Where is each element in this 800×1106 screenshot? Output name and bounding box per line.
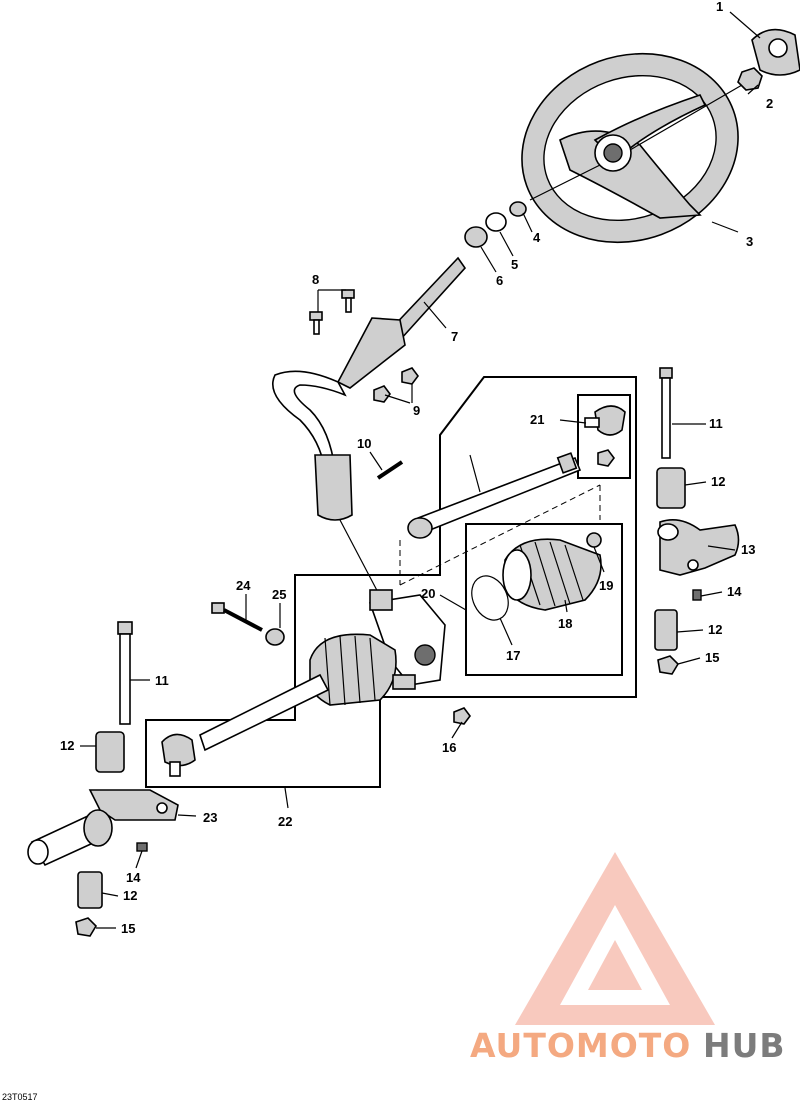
tie-rod-end-box	[577, 394, 631, 479]
callout-18: 18	[558, 616, 572, 631]
callout-12-right-top: 12	[711, 474, 725, 489]
watermark-text-primary: AUTOMOTO	[470, 1026, 691, 1065]
steering-nut	[737, 67, 763, 91]
callout-21: 21	[530, 412, 544, 427]
callout-1: 1	[716, 0, 723, 14]
callout-25: 25	[272, 587, 286, 602]
left-spindle	[27, 621, 179, 937]
callout-12-left-top: 12	[60, 738, 74, 753]
callout-14-left: 14	[126, 870, 141, 885]
outer-tie-rod-end	[161, 733, 196, 777]
callout-10: 10	[357, 436, 371, 451]
steering-wheel	[521, 52, 739, 244]
horn-cap	[751, 28, 800, 76]
rack-assembly-outline	[145, 376, 637, 788]
washer-4	[509, 201, 527, 217]
callout-4: 4	[533, 230, 541, 245]
callout-11-right: 11	[709, 416, 723, 431]
callout-5: 5	[511, 257, 518, 272]
leader-lines	[80, 11, 761, 929]
callout-labels: 1 2 3 4 5 6 7 8 9 10 11 11 12 12 12 12 1…	[60, 0, 773, 936]
callout-12-left-bottom: 12	[123, 888, 137, 903]
rack-boot	[502, 538, 602, 611]
callout-12-right-bottom: 12	[708, 622, 722, 637]
washer-5	[485, 212, 507, 232]
callout-22: 22	[278, 814, 292, 829]
rack-nut	[453, 707, 471, 725]
watermark-text-secondary: HUB	[703, 1026, 786, 1065]
callout-15-right: 15	[705, 650, 719, 665]
figure-id: 23T0517	[2, 1092, 38, 1102]
boot-clip	[586, 532, 602, 548]
callout-14-right: 14	[727, 584, 742, 599]
callout-24: 24	[236, 578, 251, 593]
washer-6	[464, 226, 488, 248]
column-nut-b	[401, 367, 419, 385]
callout-2: 2	[766, 96, 773, 111]
callout-11-left: 11	[155, 673, 169, 688]
roll-pin	[376, 460, 404, 480]
watermark-logo: AUTOMOTO HUB	[470, 852, 786, 1065]
callout-17: 17	[506, 648, 520, 663]
column-nut-a	[373, 385, 391, 403]
rack-housing	[199, 589, 446, 752]
callout-13: 13	[741, 542, 755, 557]
steering-column	[272, 256, 467, 601]
column-bolts	[309, 289, 355, 335]
callout-23: 23	[203, 810, 217, 825]
rack-mount-washer	[265, 628, 285, 646]
right-spindle	[654, 367, 740, 675]
inner-tie-rod	[407, 452, 582, 539]
callout-6: 6	[496, 273, 503, 288]
callout-20: 20	[421, 586, 435, 601]
callout-7: 7	[451, 329, 458, 344]
tie-rod-end	[584, 405, 626, 467]
rack-mount-bolt	[211, 602, 263, 632]
callout-3: 3	[746, 234, 753, 249]
callout-15-left: 15	[121, 921, 135, 936]
callout-8: 8	[312, 272, 319, 287]
callout-9: 9	[413, 403, 420, 418]
callout-19: 19	[599, 578, 613, 593]
boot-kit-box	[465, 523, 623, 676]
callout-16: 16	[442, 740, 456, 755]
